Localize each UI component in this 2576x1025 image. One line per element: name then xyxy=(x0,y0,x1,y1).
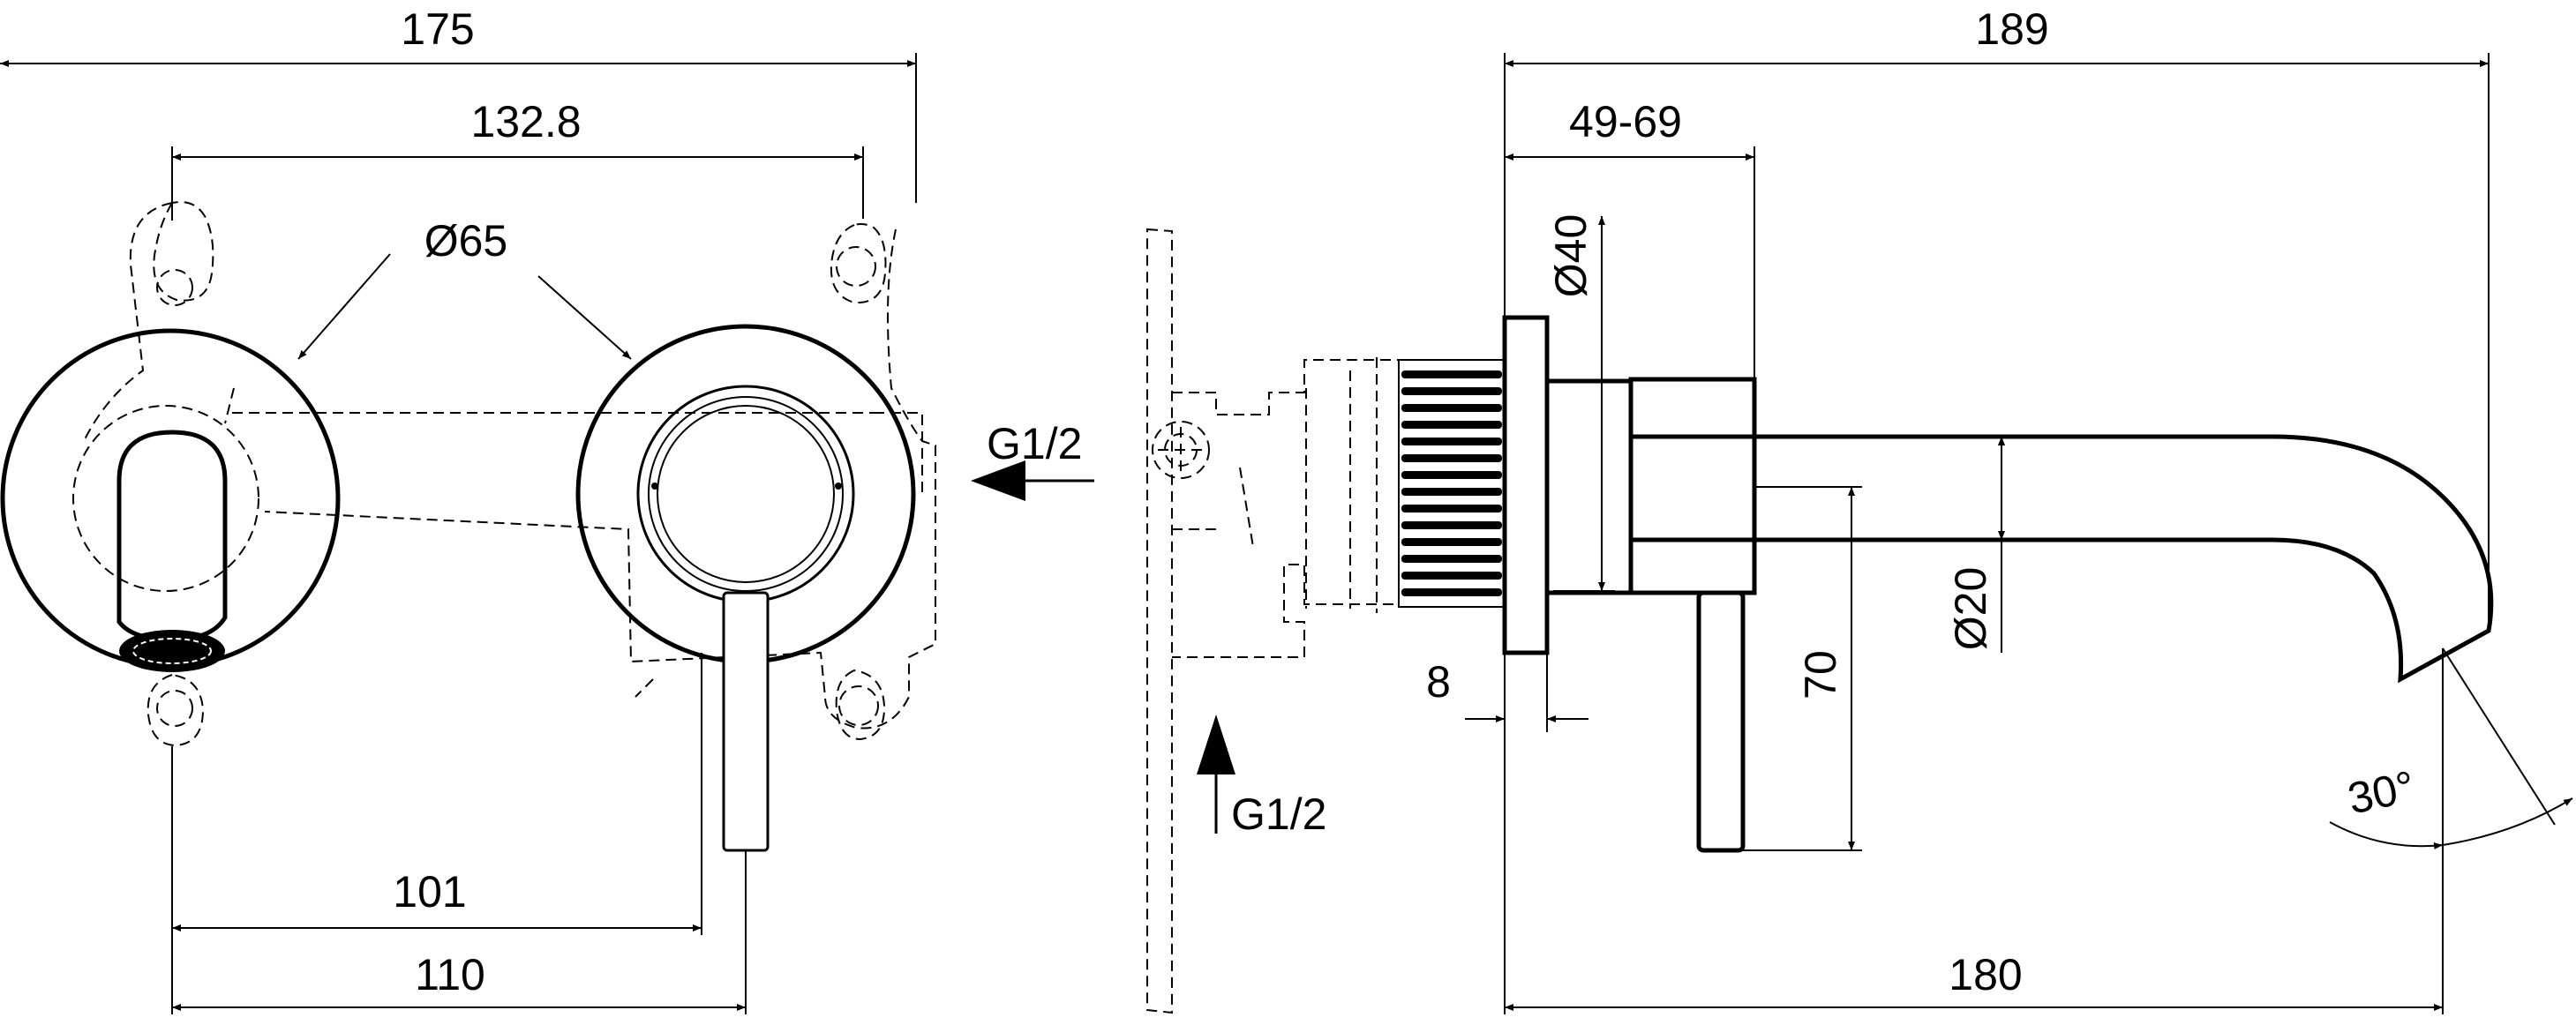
concealed-body xyxy=(1146,228,1400,1014)
thread-ridge xyxy=(1401,572,1502,580)
mixer-lever-front xyxy=(722,591,770,852)
mixer-rosette xyxy=(575,324,916,852)
side-dimensions: 189 49-69 Ø40 Ø20 70 8 180 30° xyxy=(1426,4,2573,1014)
inlet-side-label: G1/2 xyxy=(987,419,1082,468)
dim-spout-reach: 180 xyxy=(1949,950,2022,999)
side-view xyxy=(1146,228,2494,1014)
spout-rosette xyxy=(0,328,341,672)
mounting-plate-outline xyxy=(72,201,936,747)
thread-ridge xyxy=(1401,387,1502,395)
dim-overall-width-front: 175 xyxy=(401,4,474,54)
spout-body xyxy=(1547,377,2494,853)
aerator-outlet xyxy=(119,630,225,672)
thread-ridge xyxy=(1401,370,1502,378)
dim-overall-projection: 189 xyxy=(1975,4,2048,54)
inlet-arrow-side-icon xyxy=(971,460,1025,501)
thread-ridge xyxy=(1401,421,1502,429)
thread-ridge xyxy=(1401,555,1502,563)
thread-ridge xyxy=(1401,538,1502,546)
thread-ridge xyxy=(1401,521,1502,529)
water-inlets: G1/2 G1/2 xyxy=(971,419,1326,839)
mixer-lever-side xyxy=(1696,590,1746,853)
thread-ridge xyxy=(1401,404,1502,412)
thread-ridge xyxy=(1401,438,1502,445)
dim-wall-depth-range: 49-69 xyxy=(1569,97,1682,146)
dim-rosette-diameter: Ø65 xyxy=(424,216,508,266)
dim-rosette-thickness: 8 xyxy=(1426,657,1451,707)
dim-spout-to-lever-edge: 110 xyxy=(415,950,485,999)
front-view xyxy=(0,201,936,852)
dim-mount-holes-spacing: 132.8 xyxy=(470,97,581,146)
threaded-cartridge xyxy=(1398,359,1506,608)
dim-escutcheon-diameter: Ø40 xyxy=(1546,214,1596,298)
thread-ridge xyxy=(1401,588,1502,596)
front-dimensions: 175 132.8 Ø65 101 110 xyxy=(0,4,917,1014)
thread-ridge xyxy=(1401,505,1502,512)
thread-ridge xyxy=(1401,454,1502,462)
inlet-arrow-bottom-icon xyxy=(1197,715,1235,774)
inlet-bottom-label: G1/2 xyxy=(1231,789,1326,839)
wall-rosette-plate xyxy=(1502,315,1550,655)
thread-ridge xyxy=(1401,488,1502,496)
thread-ridge xyxy=(1401,471,1502,479)
dim-spout-to-lever-center: 101 xyxy=(393,867,466,917)
dim-spout-pipe-diameter: Ø20 xyxy=(1946,567,1995,651)
dim-lever-height: 70 xyxy=(1796,650,1845,700)
dim-spout-angle: 30° xyxy=(2344,761,2420,823)
